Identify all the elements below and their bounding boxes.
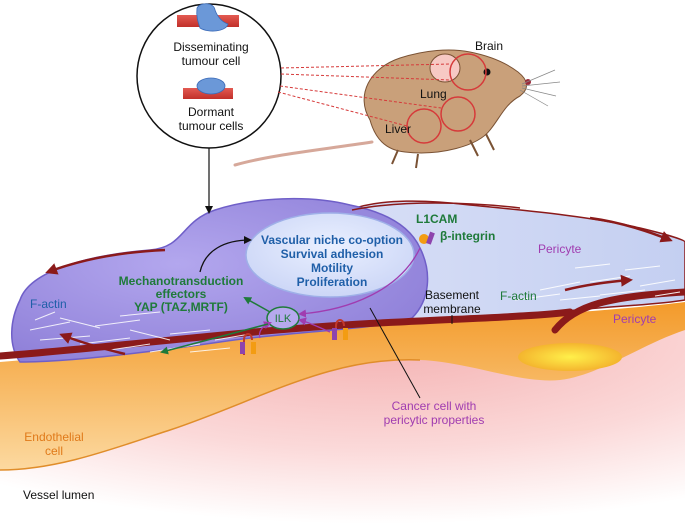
caption-pointer-line — [369, 307, 421, 399]
inset-label-disseminating-2: tumour cell — [182, 54, 241, 68]
l1cam-label: L1CAM — [416, 212, 457, 226]
liver-circle — [406, 108, 442, 144]
mechano-label-3: YAP (TAZ,MRTF) — [134, 300, 228, 314]
vessel-group — [0, 302, 685, 524]
caption-label-1: Cancer cell with — [392, 399, 477, 413]
factin-arrow-left — [59, 332, 126, 356]
migration-arrow-right — [589, 216, 673, 243]
inset-label-disseminating-1: Disseminating — [173, 40, 248, 54]
disseminating-cell-icon — [177, 3, 239, 32]
endothelial-nucleus — [518, 343, 622, 371]
ilk-label: ILK — [275, 313, 292, 325]
basement-label-2: membrane — [423, 302, 481, 316]
ilk-to-mechano-arrow — [243, 297, 271, 313]
l1cam-integrin-junction — [419, 231, 435, 245]
organ-connector-lines — [277, 63, 451, 127]
organ-label-brain: Brain — [475, 39, 503, 53]
mechano-label-2: effectors — [156, 287, 207, 301]
mouse-whiskers — [519, 69, 561, 107]
cancer-cell-nucleus — [245, 212, 415, 298]
factin-arrow-right — [564, 274, 633, 292]
integrin2-to-ilk-arrow — [298, 317, 331, 333]
factin-left-label: F-actin — [30, 297, 67, 311]
vessel-lumen-label: Vessel lumen — [23, 488, 94, 502]
process-label-1: Survival adhesion — [281, 247, 384, 261]
process-label-3: Proliferation — [297, 275, 368, 289]
integrin-receptor-2 — [332, 319, 348, 340]
endothelial-label-2: cell — [45, 444, 63, 458]
ilk-to-factin-arrow — [160, 323, 269, 355]
process-label-0: Vascular niche co-option — [261, 233, 403, 247]
organ-label-lung: Lung — [420, 87, 447, 101]
mouse-feet — [391, 133, 495, 169]
caption-label-2: pericytic properties — [384, 413, 485, 427]
migration-arrow-left — [45, 248, 166, 275]
factin-fibers-right — [514, 263, 681, 301]
pericyte-upper-edge — [351, 202, 521, 211]
pericyte-upper-label: Pericyte — [538, 242, 582, 256]
basement-label-1: Basement — [425, 288, 480, 302]
pericyte-lower-label: Pericyte — [613, 312, 657, 326]
integrin-receptor-1 — [240, 333, 256, 355]
inset-label-dormant-1: Dormant — [188, 105, 235, 119]
factin-right-label: F-actin — [500, 289, 537, 303]
beta-integrin-label: β-integrin — [440, 229, 495, 243]
mouse-ear — [429, 53, 461, 83]
integrin-to-ilk-top-arrow — [298, 247, 421, 318]
inset-label-dormant-2: tumour cells — [179, 119, 244, 133]
endothelial-label-1: Endothelial — [24, 430, 83, 444]
dormant-cell-icon — [183, 77, 233, 99]
lung-circle — [440, 96, 476, 132]
basement-membrane-right — [551, 288, 685, 334]
mouse-illustration — [233, 49, 561, 169]
mechano-to-nucleus-arrow — [199, 236, 252, 273]
organ-label-liver: Liver — [385, 122, 411, 136]
endothelial-cell — [0, 302, 685, 470]
brain-circle — [449, 53, 487, 91]
integrin-to-ilk-arrow — [258, 321, 272, 339]
process-label-2: Motility — [311, 261, 353, 275]
endothelial-edge — [0, 359, 421, 471]
mechano-label-1: Mechanotransduction — [119, 274, 244, 288]
mouse-eye — [483, 68, 491, 76]
basement-membrane — [0, 308, 574, 360]
mouse-tail — [233, 140, 374, 167]
